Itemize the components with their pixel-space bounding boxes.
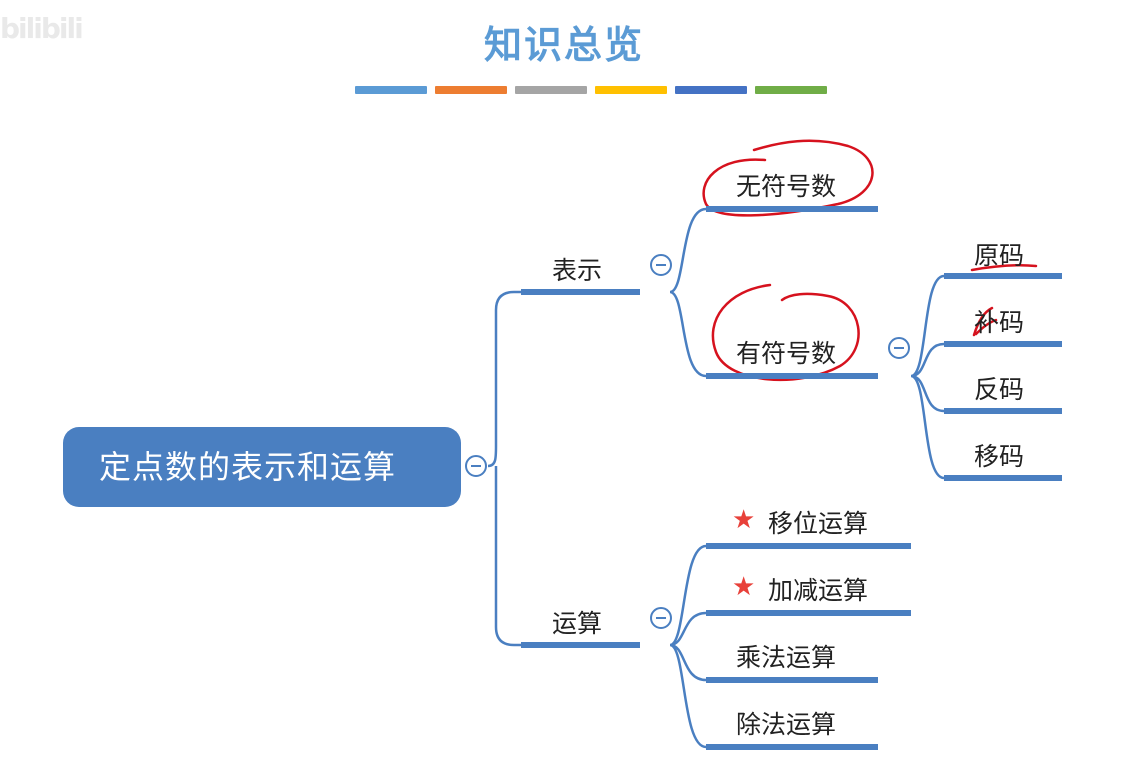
color-bar-5 (675, 86, 747, 94)
color-bar-4 (595, 86, 667, 94)
color-bar-2 (435, 86, 507, 94)
node-underline (944, 408, 1062, 414)
node-underline (706, 677, 878, 683)
collapse-minus-icon[interactable] (465, 455, 487, 477)
page-title: 知识总览 (483, 23, 644, 67)
star-icon: ★ (732, 505, 756, 535)
watermark-logo: bilibili (0, 12, 84, 45)
node-operation-item[interactable]: 移位运算 (768, 509, 869, 538)
root-node[interactable]: 定点数的表示和运算 (63, 427, 461, 507)
node-unsigned[interactable]: 无符号数 (736, 172, 837, 201)
node-underline (706, 373, 878, 379)
connector-root (487, 290, 521, 647)
circle-unsigned (702, 139, 874, 217)
node-operation-item[interactable]: 加减运算 (768, 576, 869, 605)
node-code[interactable]: 移码 (974, 442, 1025, 471)
color-bar-6 (755, 86, 827, 94)
circle-signed (711, 283, 860, 381)
connector-representation (669, 207, 707, 378)
node-code[interactable]: 补码 (974, 308, 1025, 337)
node-signed[interactable]: 有符号数 (736, 339, 837, 368)
node-underline (521, 642, 640, 648)
connector-operation (669, 544, 707, 749)
underline-yuanma (970, 263, 1038, 272)
color-bar-1 (355, 86, 427, 94)
connector-signed (910, 274, 945, 480)
node-underline (706, 610, 911, 616)
collapse-minus-icon[interactable] (888, 337, 910, 359)
scribble-buma (972, 306, 998, 337)
node-underline (944, 475, 1062, 481)
node-operation[interactable]: 运算 (552, 609, 603, 638)
color-bar-3 (515, 86, 587, 94)
star-icon: ★ (732, 572, 756, 602)
node-operation-item[interactable]: 除法运算 (736, 710, 837, 739)
node-code[interactable]: 反码 (974, 375, 1025, 404)
node-underline (706, 206, 878, 212)
collapse-minus-icon[interactable] (650, 254, 672, 276)
node-representation[interactable]: 表示 (552, 256, 603, 285)
node-underline (706, 744, 878, 750)
node-operation-item[interactable]: 乘法运算 (736, 643, 837, 672)
node-code[interactable]: 原码 (974, 241, 1025, 270)
collapse-minus-icon[interactable] (650, 607, 672, 629)
node-underline (706, 543, 911, 549)
node-underline (521, 289, 640, 295)
node-underline (944, 341, 1062, 347)
node-underline (944, 273, 1062, 279)
